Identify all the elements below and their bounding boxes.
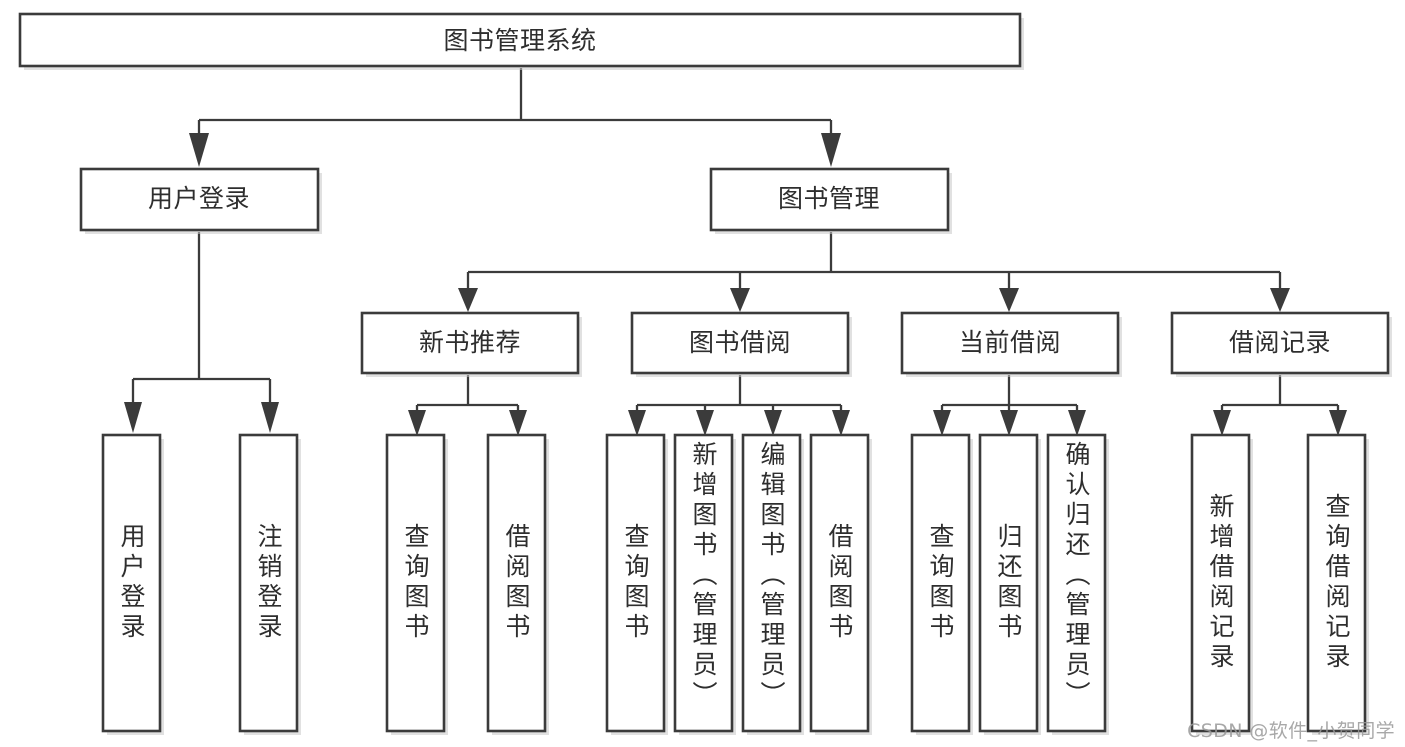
current-borrow-label: 当前借阅 xyxy=(959,328,1061,357)
root-box xyxy=(18,12,1022,68)
book-borrow-box xyxy=(630,311,850,375)
node-leaf-edit-book[interactable] xyxy=(741,433,804,735)
node-borrow-record[interactable]: 借阅记录 xyxy=(1170,311,1392,377)
new-book-rec-label: 新书推荐 xyxy=(419,328,521,357)
book-manage-label: 图书管理 xyxy=(778,184,880,213)
new-book-rec-box xyxy=(360,311,580,375)
arrow-to-leaf-confirm-return xyxy=(1068,410,1086,436)
node-new-book-rec[interactable]: 新书推荐 xyxy=(360,311,582,377)
node-current-borrow[interactable]: 当前借阅 xyxy=(900,311,1122,377)
arrow-to-leaf-query-record xyxy=(1329,410,1347,436)
node-root[interactable]: 图书管理系统 xyxy=(18,12,1024,70)
leaf-add-book-box xyxy=(673,433,734,733)
node-leaf-confirm-return[interactable] xyxy=(1046,433,1109,735)
node-leaf-add-record[interactable] xyxy=(1190,433,1253,735)
arrow-to-leaf-add-book xyxy=(696,410,714,436)
leaf-user-logout-box xyxy=(238,433,299,733)
arrow-to-leaf-user-login xyxy=(124,402,142,433)
book-manage-box xyxy=(709,167,950,232)
connector-layer xyxy=(124,68,1347,436)
leaf-add-record-box xyxy=(1190,433,1251,733)
borrow-record-box xyxy=(1170,311,1390,375)
leaf-query-book-current-box xyxy=(910,433,971,733)
leaf-query-book-borrow-box xyxy=(605,433,666,733)
arrow-to-leaf-user-logout xyxy=(261,402,279,433)
node-layer: 图书管理系统 用户登录 图书管理 新书推荐 xyxy=(18,12,1392,735)
leaf-return-book-box xyxy=(978,433,1039,733)
arrow-to-leaf-borrow-book xyxy=(832,410,850,436)
arrow-to-leaf-add-record xyxy=(1213,410,1231,436)
user-login-label: 用户登录 xyxy=(148,184,250,213)
root-label: 图书管理系统 xyxy=(443,26,596,55)
arrow-to-user-login xyxy=(189,133,209,167)
csdn-watermark: CSDN @软件_小贺同学 xyxy=(1187,720,1395,742)
node-leaf-user-logout[interactable] xyxy=(238,433,301,735)
leaf-edit-book-box xyxy=(741,433,802,733)
node-book-manage[interactable]: 图书管理 xyxy=(709,167,952,234)
node-leaf-query-book-rec[interactable] xyxy=(385,433,448,735)
node-leaf-borrow-book-rec[interactable] xyxy=(486,433,549,735)
node-leaf-user-login[interactable] xyxy=(101,433,164,735)
arrow-to-leaf-borrow-book-rec xyxy=(509,410,527,436)
borrow-record-label: 借阅记录 xyxy=(1229,328,1331,357)
user-login-box xyxy=(79,167,320,232)
book-borrow-label: 图书借阅 xyxy=(689,328,791,357)
node-leaf-borrow-book[interactable] xyxy=(809,433,872,735)
arrow-to-current-borrow xyxy=(999,288,1019,312)
node-leaf-return-book[interactable] xyxy=(978,433,1041,735)
node-book-borrow[interactable]: 图书借阅 xyxy=(630,311,852,377)
leaf-confirm-return-box xyxy=(1046,433,1107,733)
leaf-borrow-book-box xyxy=(809,433,870,733)
current-borrow-box xyxy=(900,311,1120,375)
node-leaf-query-book-current[interactable] xyxy=(910,433,973,735)
arrow-to-book-borrow xyxy=(730,288,750,312)
arrow-to-leaf-query-book-rec xyxy=(408,410,426,436)
node-user-login[interactable]: 用户登录 xyxy=(79,167,322,234)
node-leaf-query-book-borrow[interactable] xyxy=(605,433,668,735)
arrow-to-leaf-query-book-borrow xyxy=(628,410,646,436)
arrow-to-new-book-rec xyxy=(458,288,478,312)
node-leaf-query-record[interactable] xyxy=(1306,433,1369,735)
arrow-to-borrow-record xyxy=(1270,288,1290,312)
leaf-query-book-rec-box xyxy=(385,433,446,733)
leaf-user-login-box xyxy=(101,433,162,733)
node-leaf-add-book[interactable] xyxy=(673,433,736,735)
arrow-to-leaf-return-book xyxy=(1000,410,1018,436)
leaf-query-record-box xyxy=(1306,433,1367,733)
leaf-borrow-book-rec-box xyxy=(486,433,547,733)
arrow-to-leaf-edit-book xyxy=(764,410,782,436)
arrow-to-book-manage xyxy=(821,133,841,167)
arrow-to-leaf-query-book-current xyxy=(933,410,951,436)
